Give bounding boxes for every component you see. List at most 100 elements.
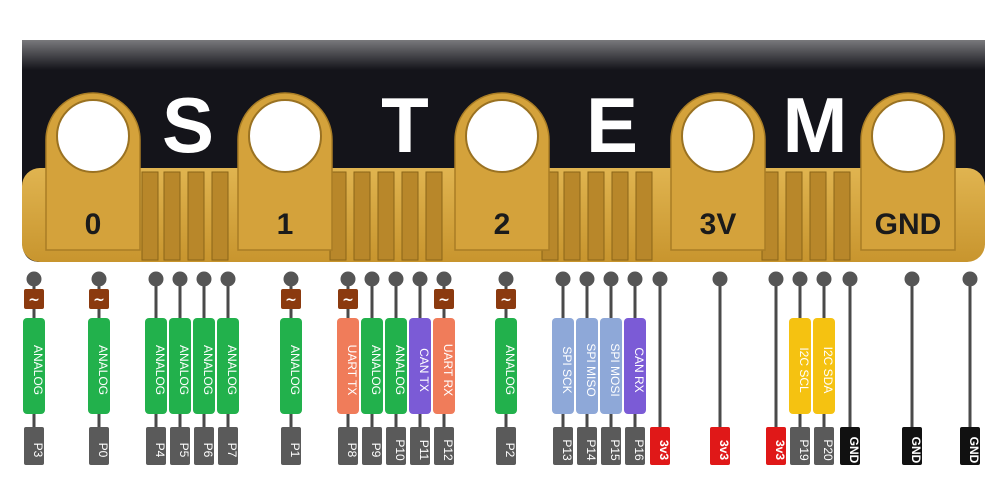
function-label: I2C SDA: [821, 347, 835, 394]
pin-label-box: [650, 427, 670, 465]
pin-dot: [498, 271, 514, 287]
pin-label: P3: [31, 443, 45, 458]
pin-label-box: [410, 427, 430, 465]
pad-hole-0: [56, 99, 130, 173]
pin-3v3: 3v3: [650, 271, 671, 465]
pin-label-box: [840, 427, 860, 465]
pad-hole-1: [248, 99, 322, 173]
function-box: [385, 318, 407, 414]
finger-5: [353, 171, 371, 261]
finger-12: [611, 171, 629, 261]
pin-dot: [842, 271, 858, 287]
function-box: [145, 318, 167, 414]
pin-dot: [962, 271, 978, 287]
pin-dot: [172, 271, 188, 287]
pwm-symbol: ~: [285, 292, 297, 308]
pin-label-box: [386, 427, 406, 465]
finger-6: [377, 171, 395, 261]
pin-label: P10: [393, 439, 407, 461]
pwm-badge: [24, 289, 44, 309]
pin-label: P6: [201, 443, 215, 458]
pin-dot: [627, 271, 643, 287]
pin-label: P15: [608, 439, 622, 461]
pin-dot: [364, 271, 380, 287]
pin-label-box: [170, 427, 190, 465]
function-label: ANALOG: [31, 345, 45, 395]
function-label: SPI MOSI: [608, 343, 622, 396]
finger-1: [163, 171, 181, 261]
finger-2: [187, 171, 205, 261]
function-label: ANALOG: [393, 345, 407, 395]
function-box: [409, 318, 431, 414]
pin-dot: [26, 271, 42, 287]
pin-label: P14: [584, 439, 598, 461]
pin-label: P2: [503, 443, 517, 458]
pin-label-box: [577, 427, 597, 465]
finger-7: [401, 171, 419, 261]
pad-label: GND: [875, 208, 942, 241]
connector-fingers: [141, 171, 851, 261]
pin-label: P19: [797, 439, 811, 461]
function-box: [23, 318, 45, 414]
stem-letter: M: [783, 81, 848, 169]
pin-label-box: [434, 427, 454, 465]
function-label: ANALOG: [503, 345, 517, 395]
pin-3v3: 3v3: [710, 271, 731, 465]
pin-label-box: [496, 427, 516, 465]
pad-label: 1: [277, 208, 294, 241]
finger-3: [211, 171, 229, 261]
pin-label-box: [338, 427, 358, 465]
pwm-symbol: ~: [93, 292, 105, 308]
pwm-badge: [434, 289, 454, 309]
pin-dot: [555, 271, 571, 287]
pin-dot: [579, 271, 595, 287]
pin-label: P4: [153, 443, 167, 458]
pwm-symbol: ~: [342, 292, 354, 308]
pin-dot: [792, 271, 808, 287]
function-box: [552, 318, 574, 414]
pwm-symbol: ~: [500, 292, 512, 308]
stem-letter: S: [162, 81, 214, 169]
function-label: ANALOG: [153, 345, 167, 395]
pin-p14: SPI MISO P14: [576, 271, 598, 465]
pin-label-box: [362, 427, 382, 465]
finger-16: [809, 171, 827, 261]
pin-dot: [148, 271, 164, 287]
pad-label: 0: [85, 208, 102, 241]
pin-label: P11: [417, 440, 431, 461]
pwm-symbol: ~: [438, 292, 450, 308]
finger-15: [785, 171, 803, 261]
pad-hole-3: [681, 99, 755, 173]
pin-label: GND: [967, 437, 981, 464]
function-label: ANALOG: [201, 345, 215, 395]
pin-p0: ~ ANALOG P0: [88, 271, 110, 465]
pin-label-box: [710, 427, 730, 465]
pin-label: GND: [909, 437, 923, 464]
pin-label-box: [790, 427, 810, 465]
pin-label-box: [601, 427, 621, 465]
function-label: SPI MISO: [584, 343, 598, 396]
pwm-badge: [89, 289, 109, 309]
pwm-symbol: ~: [28, 292, 40, 308]
function-label: UART TX: [345, 345, 359, 396]
pin-dot: [340, 271, 356, 287]
function-box: [789, 318, 811, 414]
function-label: ANALOG: [96, 345, 110, 395]
pin-label-box: [902, 427, 922, 465]
pin-label: P5: [177, 443, 191, 458]
pin-dot: [603, 271, 619, 287]
pad-label: 2: [494, 208, 511, 241]
pin-dot: [652, 271, 668, 287]
pin-label: P0: [96, 443, 110, 458]
pad-hole-2: [465, 99, 539, 173]
pin-label: P13: [560, 439, 574, 461]
pin-dot: [91, 271, 107, 287]
function-label: I2C SCL: [797, 347, 811, 393]
